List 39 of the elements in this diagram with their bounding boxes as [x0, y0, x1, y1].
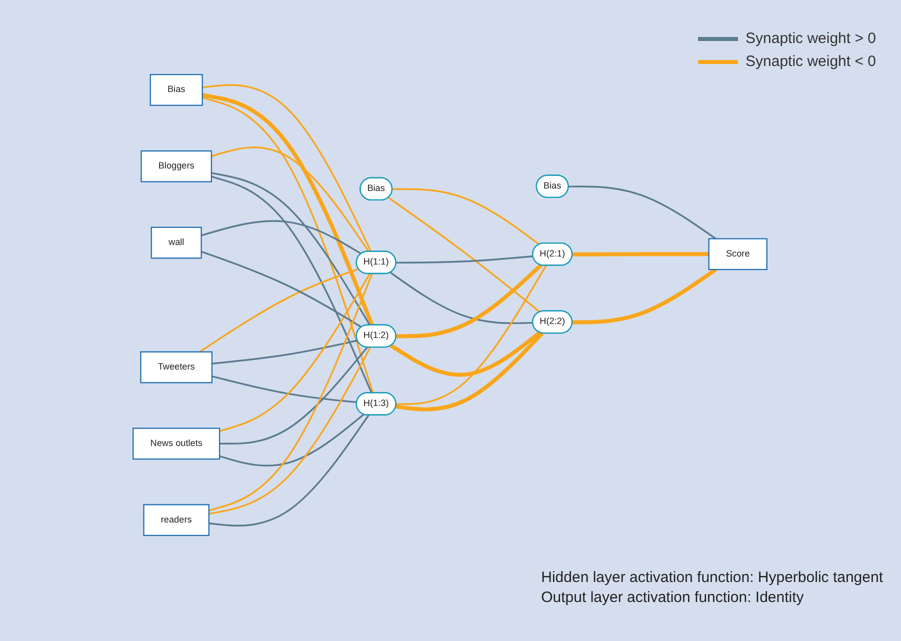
- connector: [388, 196, 540, 313]
- legend-text: Synaptic weight > 0: [746, 30, 876, 47]
- connector: [211, 176, 372, 394]
- connector: [211, 172, 370, 326]
- connector: [572, 252, 709, 256]
- connector: [396, 255, 534, 264]
- connector: [390, 330, 541, 377]
- node-box: Score: [708, 238, 768, 270]
- connector: [201, 220, 362, 254]
- note-text: Output layer activation function: Identity: [541, 589, 805, 606]
- connector: [390, 272, 533, 324]
- node-box: Bias: [150, 74, 203, 106]
- note-text: Hidden layer activation function: Hyperbolic tangent: [541, 569, 883, 586]
- legend-text: Synaptic weight < 0: [746, 53, 876, 70]
- connector: [392, 188, 540, 246]
- connector: [211, 146, 370, 252]
- connector: [572, 268, 717, 324]
- connector: [219, 414, 364, 466]
- node-box: Tweeters: [140, 351, 212, 384]
- connector: [201, 250, 362, 328]
- connector: [220, 346, 368, 445]
- connector: [208, 273, 373, 512]
- connector: [202, 96, 374, 394]
- connector: [208, 346, 372, 515]
- connector: [199, 268, 359, 353]
- node-box: News outlets: [132, 428, 220, 460]
- connector: [202, 92, 374, 326]
- connector: [396, 332, 544, 412]
- connector: [568, 186, 716, 240]
- node-box: wall: [150, 226, 202, 259]
- connector: [202, 84, 372, 252]
- connector: [219, 273, 370, 432]
- connector: [212, 340, 358, 364]
- connector: [208, 414, 370, 527]
- node-box: Bloggers: [140, 150, 212, 182]
- connector: [212, 375, 357, 404]
- connector: [396, 265, 547, 405]
- node-box: readers: [143, 504, 210, 536]
- connector: [396, 264, 542, 338]
